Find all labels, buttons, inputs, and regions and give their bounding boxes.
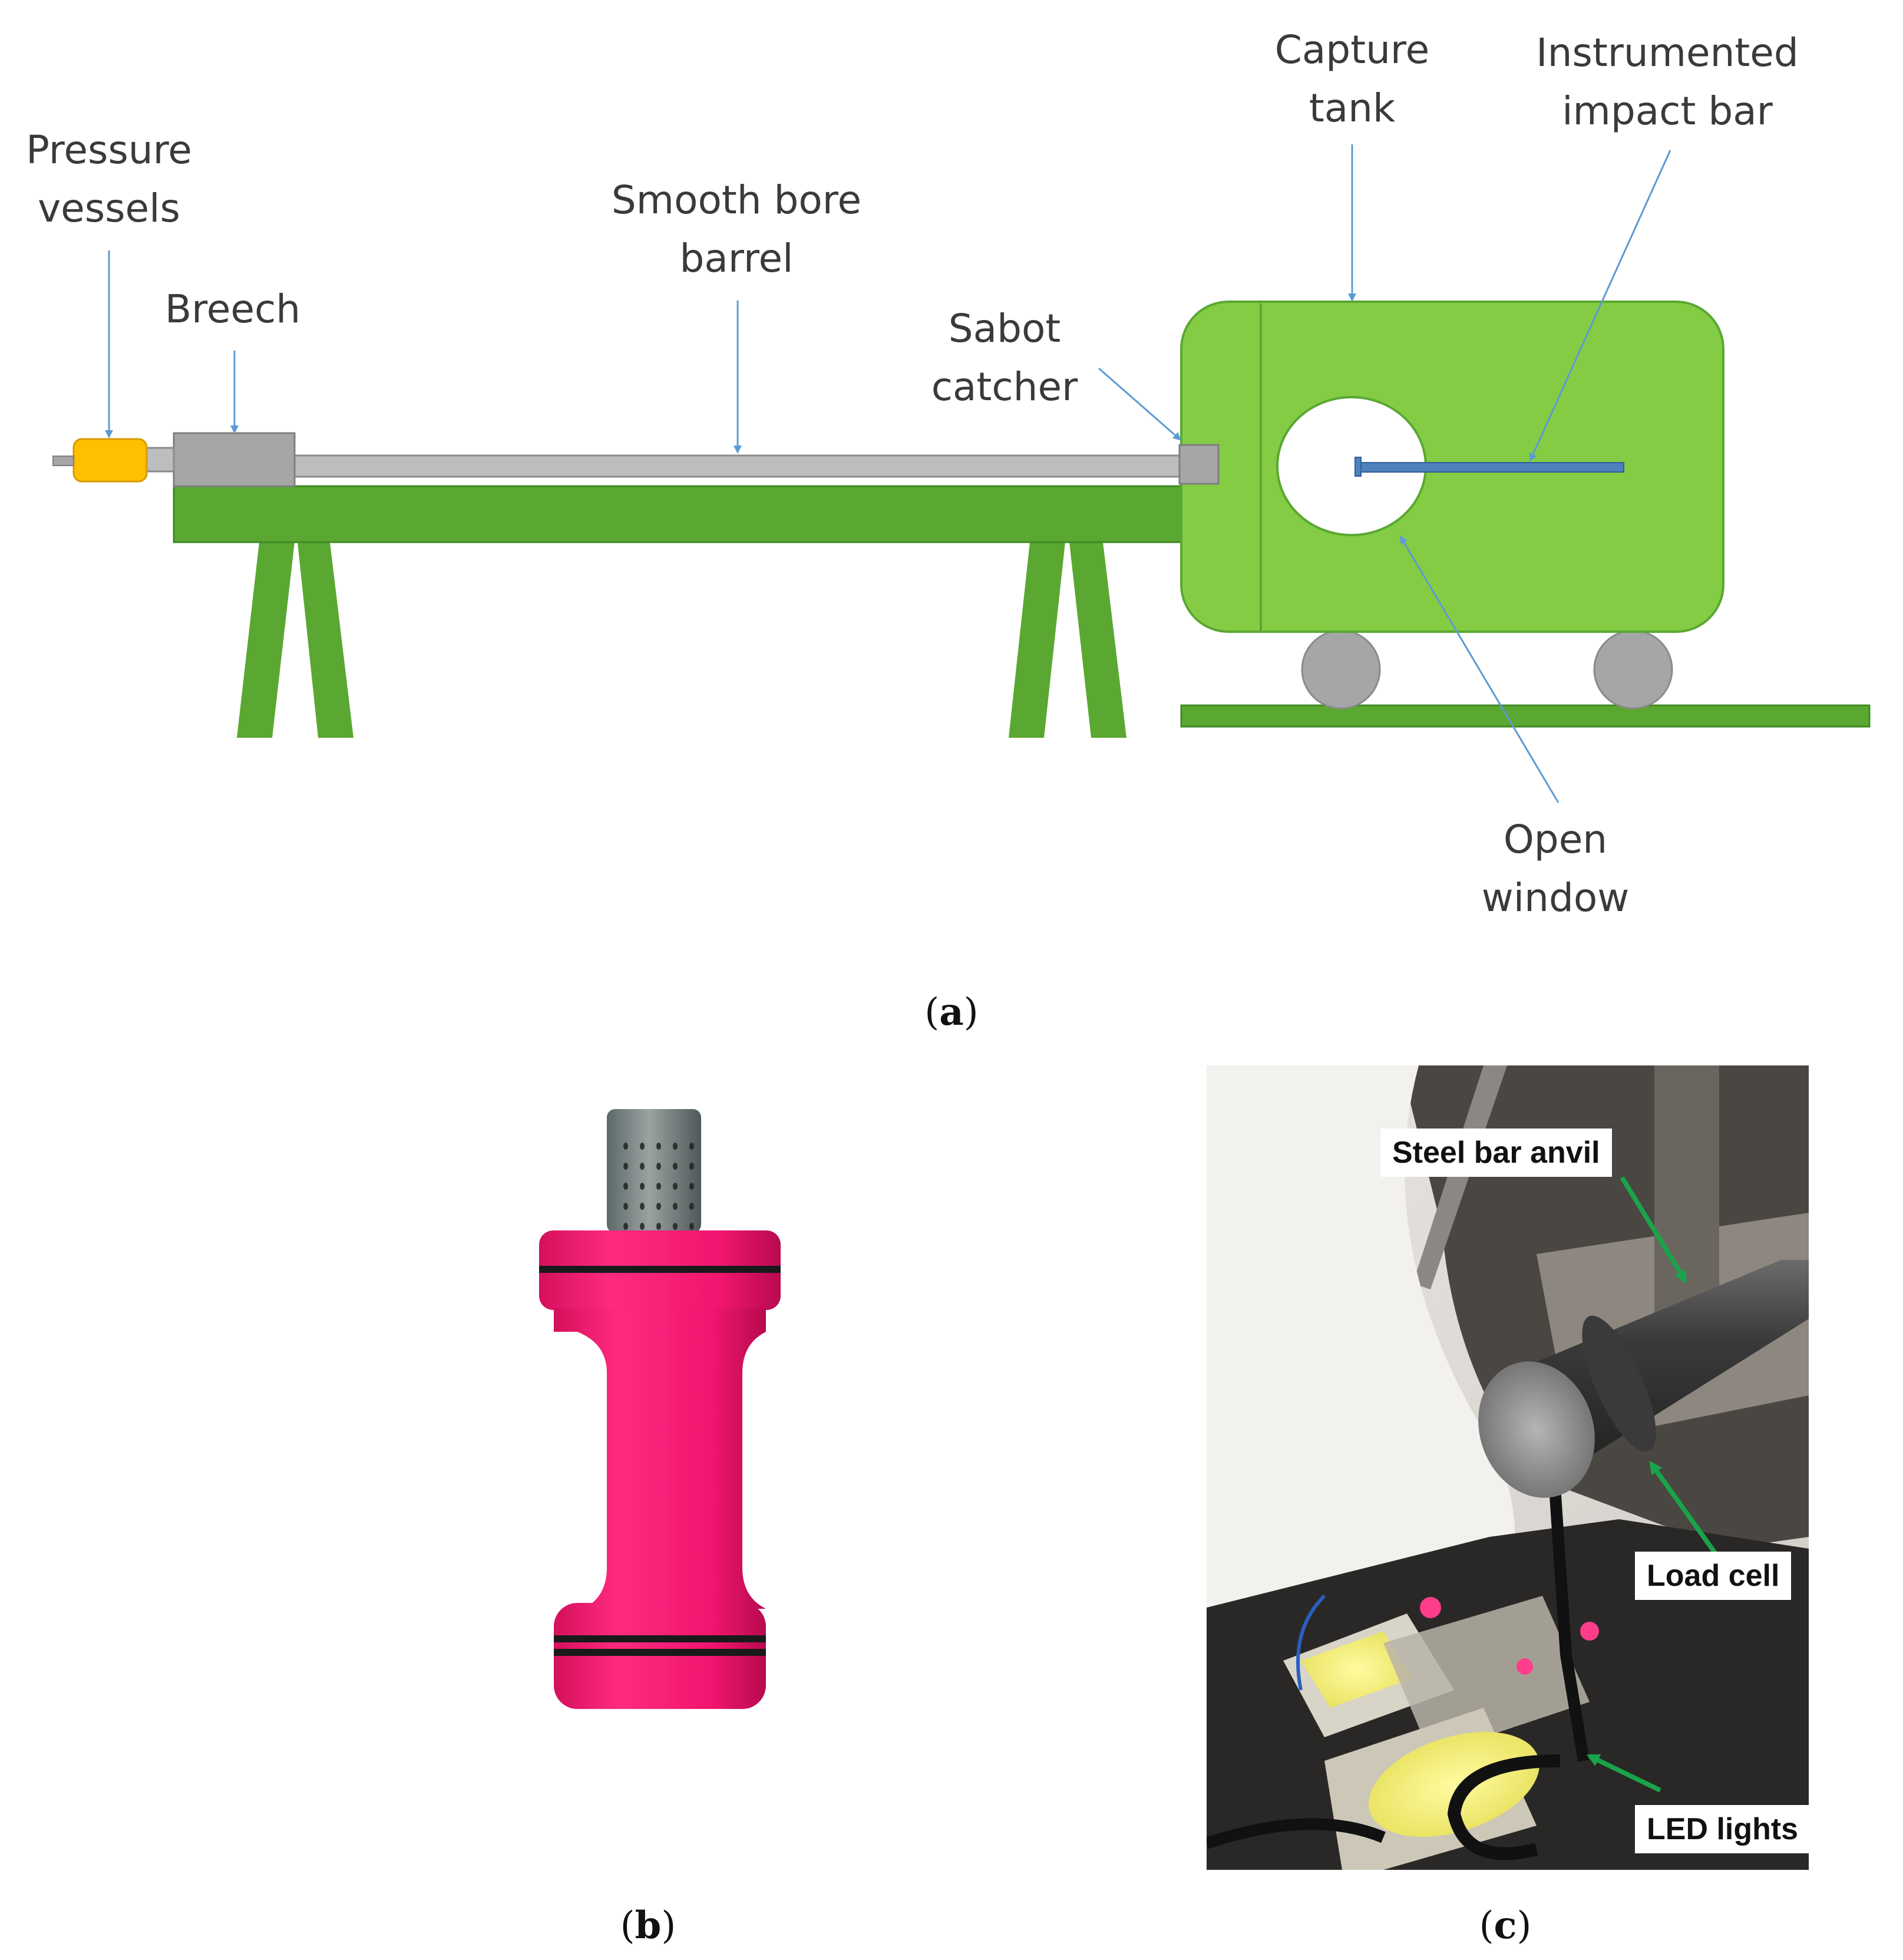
leg-right-b	[1069, 542, 1126, 738]
cable-black-1	[1447, 1754, 1561, 1860]
arrow-led-lights	[1586, 1754, 1661, 1793]
label-steel-bar-anvil: Steel bar anvil	[1380, 1129, 1612, 1177]
connector	[146, 447, 175, 473]
leg-left-b	[298, 542, 353, 738]
arrow-load-cell	[1649, 1461, 1719, 1556]
label-smooth-bore-barrel: Smooth bore barrel	[611, 177, 862, 281]
wheel-right	[1593, 629, 1673, 710]
arrow-impact-bar	[1529, 150, 1671, 462]
cable-black-2	[1548, 1477, 1590, 1762]
bottom-oring-2	[554, 1649, 766, 1656]
ground-rail	[1180, 704, 1871, 728]
machinery-column	[1654, 1065, 1719, 1313]
caption-b: (b)	[620, 1903, 676, 1948]
anvil-face	[1478, 1361, 1595, 1498]
breech	[173, 432, 296, 487]
pink-tie-3	[1580, 1622, 1599, 1641]
left-rod	[1413, 1065, 1507, 1289]
acrylic-plate	[1383, 1596, 1590, 1755]
pink-tie-1	[1420, 1597, 1441, 1618]
inlet-pipe	[52, 456, 74, 466]
leg-left-a	[237, 542, 295, 738]
cable-black-3	[1207, 1818, 1386, 1849]
arrow-open-window	[1399, 535, 1560, 803]
bar-ring	[1582, 1315, 1656, 1452]
pink-tie-2	[1517, 1658, 1533, 1675]
white-panel	[1207, 1065, 1516, 1631]
rig-photo	[1207, 1065, 1809, 1870]
led-panel-upper	[1301, 1631, 1413, 1708]
label-sabot-catcher: Sabot catcher	[931, 306, 1078, 410]
led-panel-lower	[1369, 1731, 1539, 1837]
bottom-oring-1	[554, 1635, 766, 1642]
gas-gun-schematic	[52, 144, 1871, 803]
sabot-photo	[539, 1109, 781, 1709]
caption-c: (c)	[1479, 1903, 1532, 1948]
cable-blue	[1296, 1594, 1326, 1691]
arrow-steel-bar-anvil	[1620, 1176, 1687, 1284]
caption-a: (a)	[924, 990, 979, 1034]
label-breech: Breech	[164, 286, 301, 332]
support-beam	[173, 485, 1190, 543]
label-load-cell: Load cell	[1635, 1552, 1792, 1600]
label-open-window: Open window	[1481, 817, 1630, 920]
wheel-left	[1301, 629, 1381, 710]
foam-holes	[612, 1131, 696, 1232]
label-led-lights: LED lights	[1635, 1805, 1811, 1853]
top-oring	[539, 1266, 781, 1273]
label-pressure-vessels: Pressure vessels	[26, 127, 192, 231]
arrow-sabot-catcher	[1098, 367, 1182, 441]
pressure-vessel	[72, 438, 148, 483]
impact-bar	[1354, 462, 1624, 473]
impact-bar-head	[1354, 457, 1362, 477]
label-instrumented-impact-bar: Instrumented impact bar	[1536, 30, 1799, 134]
sabot-body	[554, 1308, 766, 1609]
leg-right-a	[1009, 542, 1065, 738]
label-capture-tank: Capture tank	[1274, 27, 1430, 131]
barrel	[293, 454, 1181, 478]
sabot-catcher	[1178, 444, 1220, 485]
